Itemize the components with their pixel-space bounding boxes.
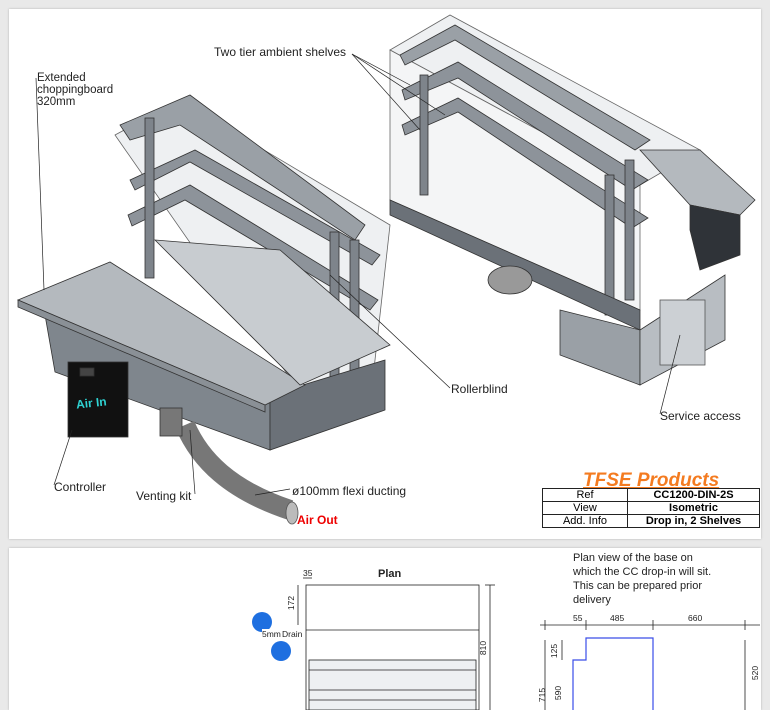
dim-715: 715 bbox=[537, 687, 548, 703]
ducting-callout: ø100mm flexi ducting bbox=[292, 484, 407, 498]
venting-kit-callout: Venting kit bbox=[136, 489, 192, 503]
left-unit bbox=[16, 94, 391, 525]
dim-125: 125 bbox=[549, 643, 560, 659]
controller-callout: Controller bbox=[54, 480, 107, 494]
title-block-row: Ref CC1200-DIN-2S bbox=[542, 488, 760, 502]
title-block-row: View Isometric bbox=[542, 501, 760, 515]
air-out-label: Air Out bbox=[297, 513, 338, 527]
dim-485: 485 bbox=[610, 613, 625, 623]
company-title: TFSE Products bbox=[583, 470, 720, 491]
leader-lines bbox=[35, 53, 681, 496]
service-access-callout: Service access bbox=[660, 409, 741, 423]
dim-810: 810 bbox=[478, 640, 489, 656]
row-key: Add. Info bbox=[542, 514, 628, 528]
base-outline bbox=[572, 637, 654, 710]
shelves-callout: Two tier ambient shelves bbox=[214, 45, 347, 59]
right-unit bbox=[389, 14, 756, 386]
dim-590: 590 bbox=[553, 685, 564, 701]
row-value: CC1200-DIN-2S bbox=[627, 488, 760, 502]
plan-title: Plan bbox=[378, 568, 402, 580]
dim-35: 35 bbox=[303, 568, 313, 578]
rollerblind-callout: Rollerblind bbox=[451, 382, 508, 396]
drain-label: Drain bbox=[282, 629, 303, 639]
dim-172: 172 bbox=[286, 595, 297, 611]
dim-520: 520 bbox=[750, 665, 761, 681]
chopping-board-callout: Extended choppingboard 320mm bbox=[37, 72, 114, 108]
dim-660: 660 bbox=[688, 613, 703, 623]
title-block-row: Add. Info Drop in, 2 Shelves bbox=[542, 514, 760, 528]
row-value: Drop in, 2 Shelves bbox=[627, 514, 760, 528]
drain-markers bbox=[252, 612, 291, 661]
dim-55: 55 bbox=[573, 613, 583, 623]
title-block-table: Ref CC1200-DIN-2S View Isometric Add. In… bbox=[542, 488, 760, 528]
drain-size-label: 5mm bbox=[262, 629, 281, 639]
plan-note: Plan view of the base on which the CC dr… bbox=[573, 552, 712, 606]
